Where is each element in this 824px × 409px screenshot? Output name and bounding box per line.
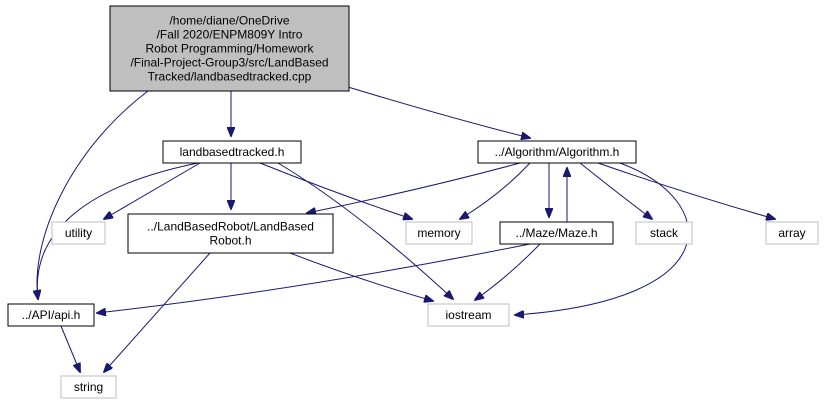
node-label-line: /home/diane/OneDrive	[169, 14, 289, 28]
edge-root-to-algo_h	[347, 86, 530, 138]
node-api_h[interactable]: ../API/api.h	[7, 303, 95, 327]
edge-lbt_h-to-memory	[259, 162, 412, 219]
node-label-line: /Final-Project-Group3/src/LandBased	[130, 56, 328, 70]
node-box	[109, 5, 350, 92]
node-label-line: string	[74, 380, 103, 394]
edge-lbr_h-to-iostream	[289, 252, 433, 301]
node-box	[427, 303, 510, 327]
node-box	[7, 303, 95, 327]
node-label-line: ../Algorithm/Algorithm.h	[495, 145, 620, 159]
node-iostream: iostream	[427, 303, 510, 327]
node-array: array	[765, 221, 819, 245]
edge-algo_h-to-array	[597, 162, 775, 219]
edge-lbt_h-to-utility	[104, 162, 201, 219]
node-label-line: iostream	[445, 308, 491, 322]
edge-api_h-to-string	[60, 325, 80, 372]
node-lbt_h[interactable]: landbasedtracked.h	[162, 140, 302, 164]
node-utility: utility	[51, 221, 106, 245]
edges-layer	[37, 86, 775, 372]
edge-algo_h-to-lbr_h	[307, 162, 521, 213]
edge-lbt_h-to-api_h	[37, 162, 199, 299]
node-root[interactable]: /home/diane/OneDrive/Fall 2020/ENPM809Y …	[109, 5, 350, 92]
edge-lbr_h-to-string	[104, 252, 211, 372]
node-box	[635, 221, 693, 245]
node-box	[405, 221, 473, 245]
edge-algo_h-to-memory	[460, 162, 531, 219]
node-box	[51, 221, 106, 245]
edge-lbt_h-to-iostream	[277, 162, 453, 299]
node-label-line: utility	[65, 226, 92, 240]
edge-algo_h-to-iostream	[515, 162, 689, 315]
node-stack: stack	[635, 221, 693, 245]
edge-algo_h-to-stack	[579, 162, 652, 219]
node-box	[60, 375, 117, 399]
node-label-line: Robot.h	[209, 234, 251, 248]
node-box	[477, 140, 637, 164]
node-string: string	[60, 375, 117, 399]
node-algo_h[interactable]: ../Algorithm/Algorithm.h	[477, 140, 637, 164]
node-label-line: Tracked/landbasedtracked.cpp	[148, 70, 312, 84]
edge-maze_h-to-api_h	[97, 243, 531, 313]
node-box	[499, 221, 614, 245]
node-memory: memory	[405, 221, 473, 245]
node-label-line: ../Maze/Maze.h	[515, 226, 597, 240]
nodes-layer: /home/diane/OneDrive/Fall 2020/ENPM809Y …	[7, 5, 819, 399]
node-lbr_h[interactable]: ../LandBasedRobot/LandBasedRobot.h	[127, 213, 334, 254]
edge-maze_h-to-iostream	[475, 243, 541, 300]
edge-root-to-api_h	[37, 90, 149, 299]
node-label-line: ../LandBasedRobot/LandBased	[147, 220, 314, 234]
node-label-line: ../API/api.h	[22, 308, 81, 322]
node-box	[127, 213, 334, 254]
node-label-line: array	[778, 226, 805, 240]
node-label-line: memory	[417, 226, 460, 240]
node-label-line: landbasedtracked.h	[180, 145, 285, 159]
node-label-line: Robot Programming/Homework	[145, 42, 314, 56]
node-maze_h[interactable]: ../Maze/Maze.h	[499, 221, 614, 245]
node-box	[765, 221, 819, 245]
node-box	[162, 140, 302, 164]
node-label-line: stack	[650, 226, 679, 240]
node-label-line: /Fall 2020/ENPM809Y Intro	[157, 28, 303, 42]
